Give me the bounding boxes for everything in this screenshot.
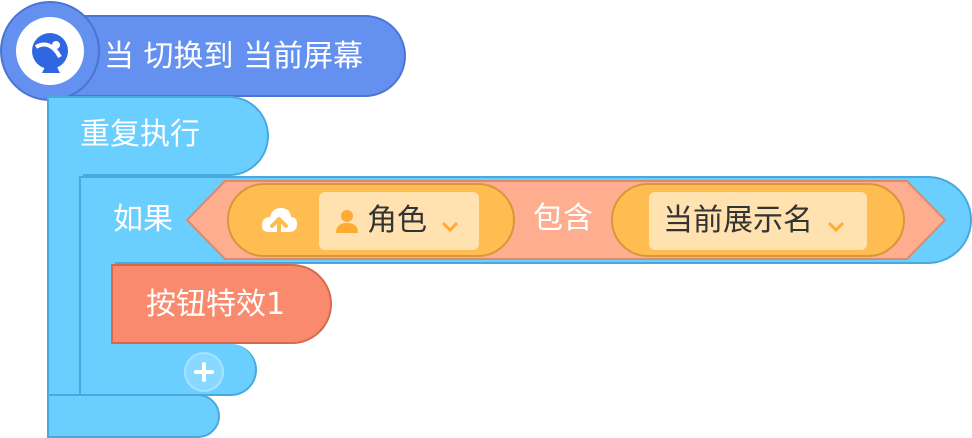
if-block-spine[interactable] — [79, 262, 115, 358]
object-dropdown-value: 角色 — [367, 203, 427, 238]
cloud-upload-icon — [259, 204, 299, 240]
plus-icon — [194, 362, 214, 382]
chevron-down-icon — [441, 212, 459, 233]
operator-label: 包含 — [533, 201, 593, 236]
button-effect-block[interactable]: 按钮特效1 — [111, 264, 332, 344]
hat-block-icon-circle — [0, 1, 100, 101]
forever-block-footer[interactable] — [47, 394, 220, 438]
add-block-button[interactable] — [184, 352, 224, 392]
if-block-footer[interactable] — [79, 344, 257, 396]
when-screen-switched-block[interactable]: 当 切换到 当前屏幕 — [0, 1, 406, 101]
satellite-dish-icon — [16, 17, 84, 85]
person-icon — [335, 208, 359, 234]
button-effect-label: 按钮特效1 — [146, 287, 286, 322]
forever-block-label: 重复执行 — [80, 117, 200, 152]
forever-block-header[interactable] — [47, 96, 269, 176]
value-reporter[interactable]: 当前展示名 — [611, 183, 905, 257]
value-dropdown-value: 当前展示名 — [663, 203, 813, 238]
forever-block-spine[interactable] — [47, 174, 83, 396]
value-dropdown[interactable]: 当前展示名 — [649, 192, 867, 250]
cloud-variable-reporter[interactable]: 角色 — [227, 183, 515, 257]
hat-block-label: 当 切换到 当前屏幕 — [104, 39, 364, 74]
chevron-down-icon — [827, 212, 845, 233]
object-dropdown[interactable]: 角色 — [319, 192, 479, 250]
if-block-label: 如果 — [113, 202, 173, 237]
contains-condition-block[interactable]: 角色 包含 当前展示名 — [185, 180, 947, 260]
